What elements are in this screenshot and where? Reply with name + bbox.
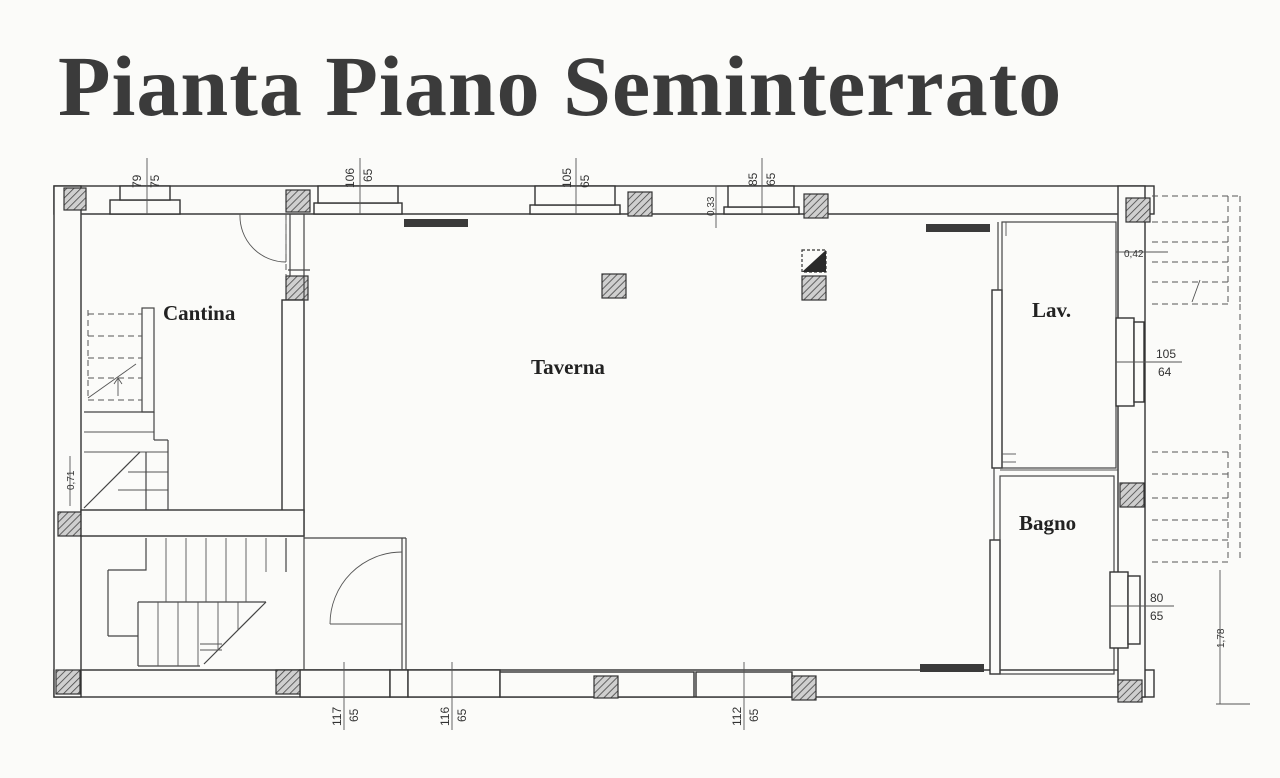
outer-walls — [53, 185, 1155, 698]
svg-text:64: 64 — [1158, 365, 1172, 379]
svg-text:85: 85 — [746, 172, 760, 186]
svg-text:80: 80 — [1150, 591, 1164, 605]
flue-symbol — [801, 249, 827, 273]
level-left-wall: 0,71 — [66, 470, 77, 490]
window-dim-right-2: 80 65 — [1150, 591, 1164, 623]
interior-walls — [80, 214, 1118, 675]
svg-text:65: 65 — [1150, 609, 1164, 623]
svg-text:79: 79 — [130, 174, 144, 188]
svg-text:117: 117 — [330, 707, 344, 726]
level-top-sill: 0,33 — [706, 196, 717, 216]
svg-text:65: 65 — [747, 708, 761, 722]
external-terrace — [1152, 195, 1241, 563]
window-dim-right-1: 105 64 — [1156, 347, 1176, 379]
svg-text:75: 75 — [148, 174, 162, 188]
cantina-door — [239, 213, 287, 263]
room-label-cantina: Cantina — [163, 301, 236, 325]
pillars — [55, 187, 1151, 703]
svg-text:65: 65 — [764, 172, 778, 186]
svg-text:65: 65 — [455, 708, 469, 722]
window-dim-bottom-2: 116 65 — [438, 707, 469, 726]
svg-text:112: 112 — [730, 707, 744, 726]
level-right-steps: 0,42 — [1124, 249, 1144, 260]
room-label-lav: Lav. — [1032, 298, 1071, 322]
dimension-lines — [69, 158, 1250, 730]
svg-text:105: 105 — [1156, 347, 1176, 361]
plan-title: Pianta Piano Seminterrato — [58, 38, 1063, 134]
radiators — [404, 219, 990, 672]
level-right-ext: 1,78 — [1216, 628, 1227, 648]
room-label-taverna: Taverna — [531, 355, 605, 379]
bottom-windows — [299, 669, 793, 698]
entry-door — [329, 551, 403, 625]
window-dim-top-1: 79 75 — [130, 174, 162, 188]
svg-text:105: 105 — [560, 168, 574, 188]
svg-text:65: 65 — [347, 708, 361, 722]
svg-text:106: 106 — [343, 168, 357, 188]
svg-text:65: 65 — [578, 174, 592, 188]
room-label-bagno: Bagno — [1019, 511, 1076, 535]
window-dim-bottom-1: 117 65 — [330, 707, 361, 726]
window-dim-top-3: 105 65 — [560, 168, 592, 188]
window-dim-top-2: 106 65 — [343, 168, 375, 188]
svg-text:116: 116 — [438, 707, 452, 726]
window-dim-bottom-3: 112 65 — [730, 707, 761, 726]
svg-text:65: 65 — [361, 168, 375, 182]
cantina-stairs — [83, 307, 169, 510]
lower-stairs — [107, 538, 287, 667]
window-dim-top-4: 85 65 — [746, 172, 778, 186]
top-windows — [109, 185, 800, 215]
